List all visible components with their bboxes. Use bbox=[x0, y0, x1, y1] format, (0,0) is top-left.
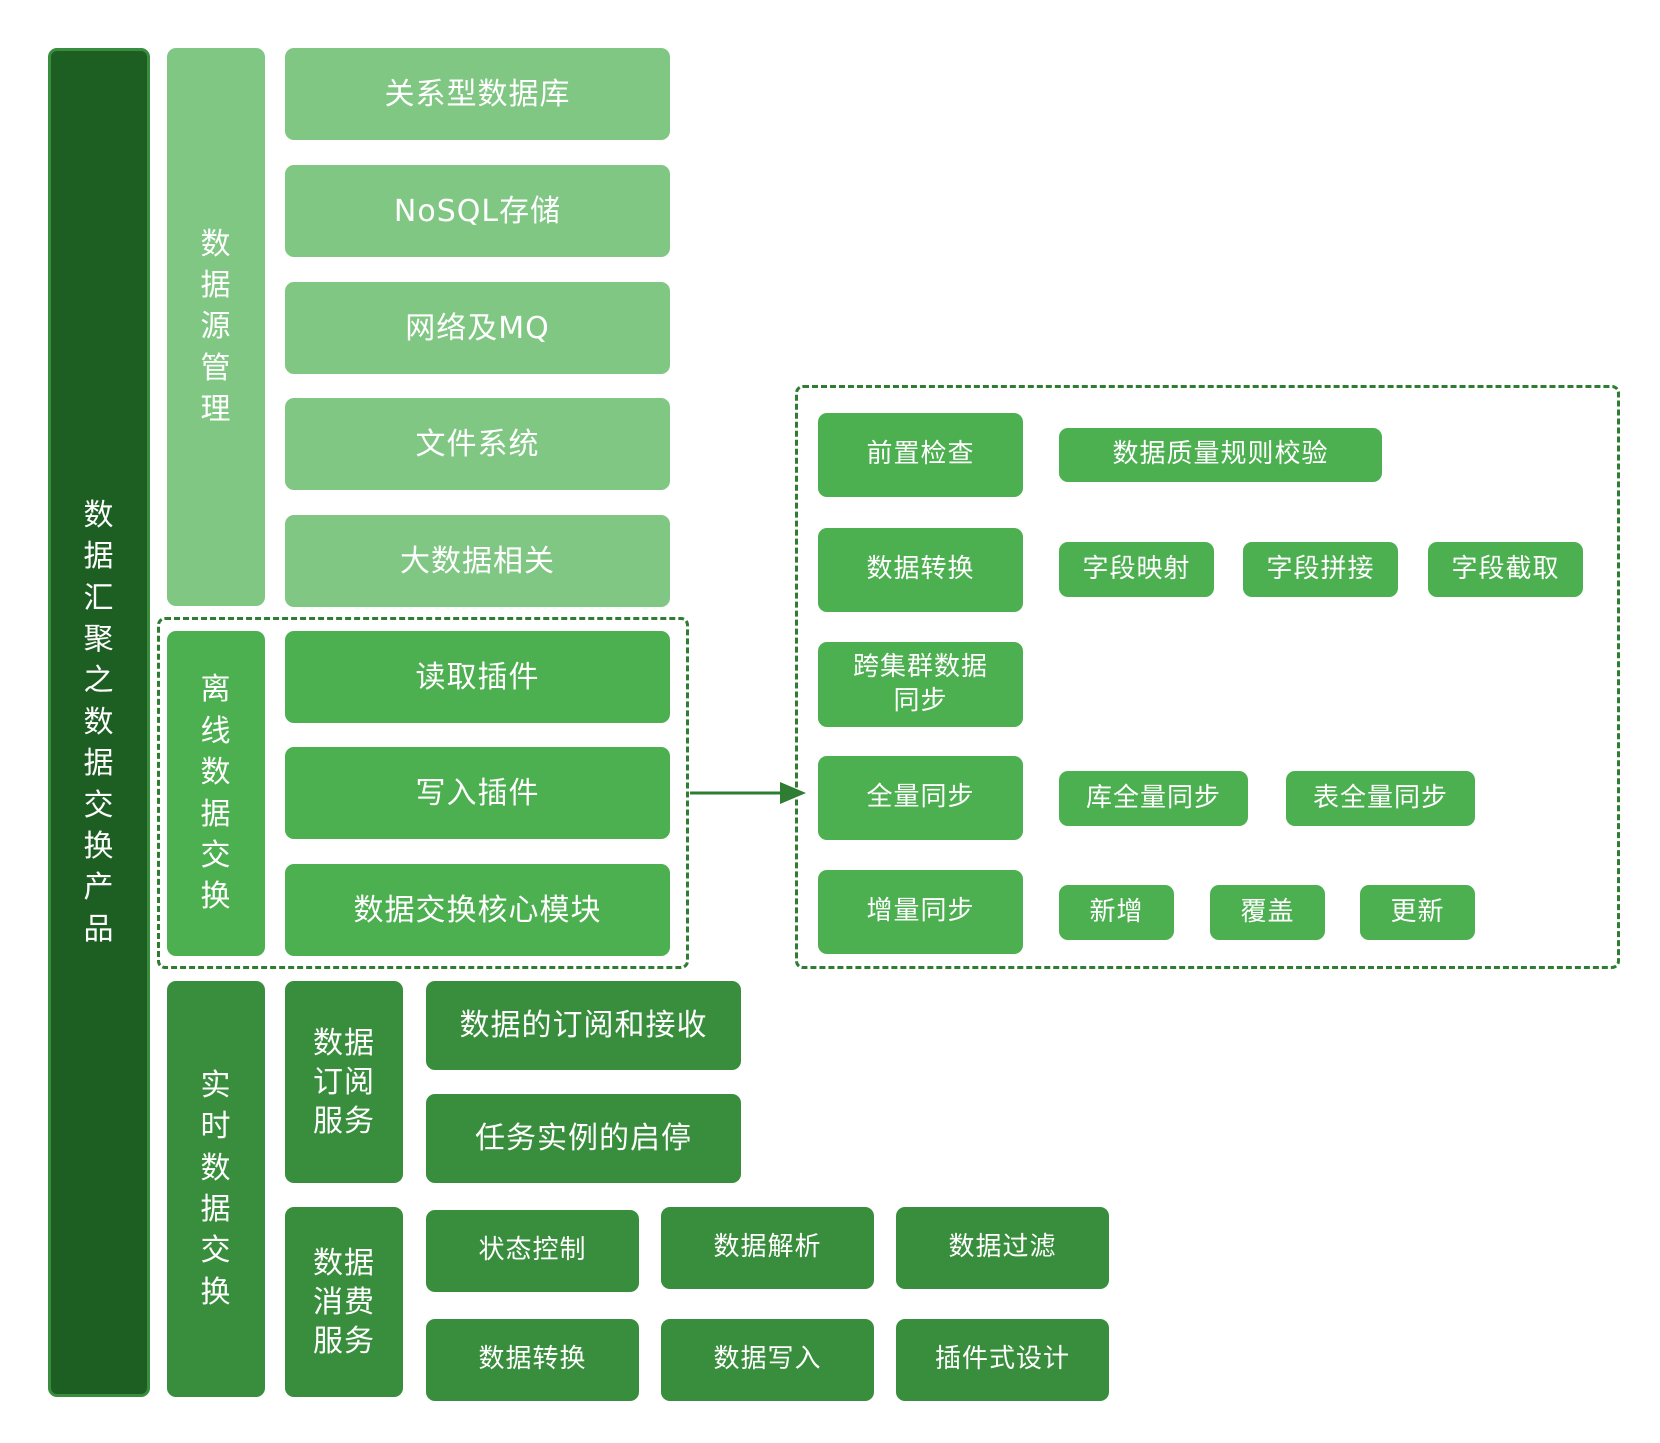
vertical-label-char: 管 bbox=[200, 350, 232, 386]
offline-exchange-group bbox=[157, 617, 689, 969]
core-child-overwrite: 覆盖 bbox=[1210, 885, 1325, 940]
consumption-item-data-parse: 数据解析 bbox=[661, 1207, 874, 1289]
vertical-label-char: 据 bbox=[200, 1192, 232, 1227]
consumption-item-state-control: 状态控制 bbox=[426, 1210, 639, 1292]
vertical-label-char: 换 bbox=[200, 1274, 232, 1310]
source-item-rdb: 关系型数据库 bbox=[285, 48, 670, 140]
subscription-item-task-start-stop: 任务实例的启停 bbox=[426, 1094, 741, 1183]
offline-exchange-label: 离线数据交换 bbox=[167, 631, 265, 956]
consumption-item-data-write: 数据写入 bbox=[661, 1319, 874, 1401]
vertical-label-char: 产 bbox=[83, 870, 115, 906]
core-child-update: 更新 bbox=[1360, 885, 1475, 940]
offline-item-read-plugin: 读取插件 bbox=[285, 631, 670, 723]
offline-item-core-module: 数据交换核心模块 bbox=[285, 864, 670, 956]
vertical-label-char: 数 bbox=[200, 226, 232, 262]
core-child-quality-check: 数据质量规则校验 bbox=[1059, 428, 1382, 482]
source-item-network-mq: 网络及MQ bbox=[285, 282, 670, 374]
core-child-field-cut: 字段截取 bbox=[1428, 542, 1583, 597]
vertical-label-char: 数 bbox=[200, 755, 232, 791]
vertical-label-char: 离 bbox=[200, 672, 232, 708]
vertical-label-char: 理 bbox=[200, 392, 232, 428]
vertical-label-char: 线 bbox=[200, 713, 232, 749]
offline-item-write-plugin: 写入插件 bbox=[285, 747, 670, 839]
core-detail-group bbox=[795, 385, 1620, 969]
vertical-label-char: 据 bbox=[200, 267, 232, 303]
core-row-full-sync: 全量同步 bbox=[818, 756, 1023, 840]
core-child-db-full-sync: 库全量同步 bbox=[1059, 771, 1248, 826]
vertical-label-char: 聚 bbox=[83, 622, 115, 658]
vertical-label-char: 交 bbox=[200, 837, 232, 873]
vertical-label-char: 交 bbox=[83, 787, 115, 823]
realtime-exchange-label: 实时数据交换 bbox=[167, 981, 265, 1397]
core-child-field-concat: 字段拼接 bbox=[1243, 542, 1398, 597]
vertical-label-char: 源 bbox=[200, 309, 232, 345]
source-item-bigdata: 大数据相关 bbox=[285, 515, 670, 607]
core-row-precheck: 前置检查 bbox=[818, 413, 1023, 497]
vertical-label-char: 换 bbox=[83, 828, 115, 864]
core-child-table-full-sync: 表全量同步 bbox=[1286, 771, 1475, 826]
core-child-add: 新增 bbox=[1059, 885, 1174, 940]
consumption-item-data-filter: 数据过滤 bbox=[896, 1207, 1109, 1289]
source-management-label: 数据源管理 bbox=[167, 48, 265, 606]
subscription-item-subscribe-receive: 数据的订阅和接收 bbox=[426, 981, 741, 1070]
vertical-label-char: 时 bbox=[200, 1109, 232, 1145]
vertical-label-char: 据 bbox=[83, 539, 115, 575]
vertical-label-char: 据 bbox=[83, 746, 115, 782]
vertical-label-char: 换 bbox=[200, 879, 232, 915]
consumption-item-data-transform: 数据转换 bbox=[426, 1319, 639, 1401]
vertical-label-char: 数 bbox=[83, 497, 115, 533]
vertical-label-char: 数 bbox=[200, 1150, 232, 1186]
vertical-label-char: 数 bbox=[83, 704, 115, 740]
root-column: 数据汇聚之数据交换产品 bbox=[48, 48, 150, 1397]
core-row-transform: 数据转换 bbox=[818, 528, 1023, 612]
vertical-label-char: 品 bbox=[83, 911, 115, 947]
vertical-label-char: 汇 bbox=[83, 580, 115, 616]
source-item-nosql: NoSQL存储 bbox=[285, 165, 670, 257]
subscription-service-label: 数据订阅服务 bbox=[285, 981, 403, 1183]
core-row-cross-cluster: 跨集群数据同步 bbox=[818, 642, 1023, 727]
vertical-label-char: 据 bbox=[200, 796, 232, 832]
source-item-filesystem: 文件系统 bbox=[285, 398, 670, 490]
consumption-item-plugin-design: 插件式设计 bbox=[896, 1319, 1109, 1401]
consumption-service-label: 数据消费服务 bbox=[285, 1207, 403, 1397]
vertical-label-char: 交 bbox=[200, 1233, 232, 1269]
core-child-field-mapping: 字段映射 bbox=[1059, 542, 1214, 597]
vertical-label-char: 实 bbox=[200, 1067, 232, 1103]
core-row-incremental-sync: 增量同步 bbox=[818, 870, 1023, 954]
vertical-label-char: 之 bbox=[83, 663, 115, 699]
